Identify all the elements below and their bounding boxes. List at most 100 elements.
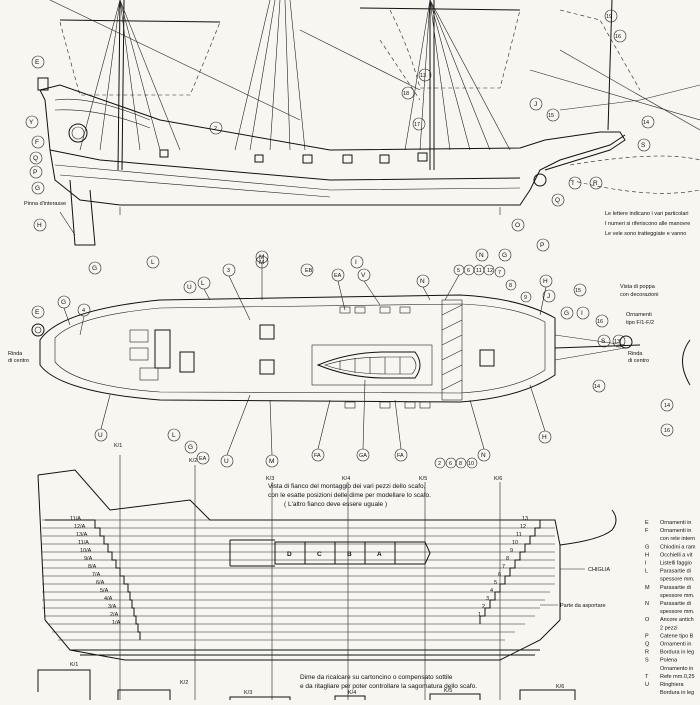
callout-N-deck-2: N <box>481 452 486 459</box>
callout-2-deck: 2 <box>438 461 441 467</box>
legend-text: Parasartie di <box>660 585 691 591</box>
deck-plan: Rinda di centro Rinda di centro <box>8 294 649 409</box>
right-layer: 5 <box>494 580 497 586</box>
station-K5: K/5 <box>419 476 427 482</box>
right-layer: 6 <box>498 572 501 578</box>
callout-I-deck: I <box>581 310 583 317</box>
callout-Y-side: Y <box>29 119 34 126</box>
deck-fittings <box>129 306 431 409</box>
right-layer: 4 <box>490 588 493 594</box>
legend-text: spessore mm. <box>660 577 695 583</box>
callout-S-deck: S <box>601 338 606 345</box>
callout-S-side: S <box>641 142 646 149</box>
stern-label-2: di centro <box>8 358 29 364</box>
poppa-label-1: Vista di poppa <box>620 284 656 290</box>
callout-2-side: 2 <box>214 126 217 132</box>
left-layer: 2/A <box>110 612 119 618</box>
legend-key: U <box>645 682 649 688</box>
callout-4-deck: 4 <box>82 308 85 314</box>
right-layer: 12 <box>520 524 526 530</box>
callout-G-deck-2: G <box>564 310 569 317</box>
legend-text: Refe mm.0,25 <box>660 674 695 680</box>
callout-EB-deck: EB <box>305 268 313 274</box>
callout-GA-deck: GA <box>359 453 367 459</box>
legend-text: Listelli faggio <box>660 561 692 567</box>
deck-callouts: E G 4 L U 3 M EB EA V N 5 6 11 12 7 8 9 … <box>31 250 626 469</box>
bottom-caption-2: e da ritagliare per poter controllare la… <box>300 683 477 690</box>
callout-J-side: J <box>534 101 537 108</box>
legend-text: Ringhiera <box>660 682 684 688</box>
callout-14-poppa: 14 <box>664 403 670 409</box>
callout-8-deck: 8 <box>509 283 512 289</box>
left-layer: 5/A <box>100 588 109 594</box>
legend-key: T <box>645 674 649 680</box>
plate-A: A <box>377 551 382 558</box>
bow-note: Pinna d'interasse <box>24 201 66 207</box>
callout-15-deck: 15 <box>575 288 581 294</box>
plate-B: B <box>347 551 352 558</box>
left-layer: 13/A <box>76 532 88 538</box>
callout-L-deck-2: L <box>172 432 176 439</box>
remove-label: Parte da asportare <box>560 603 606 609</box>
callout-U-deck-2: U <box>98 432 103 439</box>
callout-G-side-2: G <box>92 265 97 272</box>
hull-caption-2: con le esatte posizioni delle dime per m… <box>268 492 431 499</box>
callout-5-deck: 5 <box>457 268 460 274</box>
callout-H-deck: H <box>543 278 548 285</box>
plate-D: D <box>287 551 292 558</box>
hull-caption-1: Vista di fianco del montaggio dei vari p… <box>268 483 426 490</box>
callout-6-deck-2: 6 <box>449 461 452 467</box>
legend-text: Occhielli a vit <box>660 552 693 558</box>
callout-G-side: G <box>35 185 40 192</box>
left-layer: 12/A <box>74 524 86 530</box>
callout-P-side-2: P <box>540 242 544 249</box>
callout-H-side: H <box>37 222 42 229</box>
left-layer: 7/A <box>92 572 101 578</box>
legend-text: Ancore antich <box>660 617 694 623</box>
poppa-label-2: con decorazioni <box>620 292 659 298</box>
left-layer-labels: 11/A 12/A 13/A 11/A 10/A 9/A 8/A 7/A 6/A… <box>70 516 121 626</box>
callout-16-poppa: 16 <box>664 428 670 434</box>
letters-note-2: I numeri si riferiscono alle manovre <box>605 221 690 227</box>
callout-P-side: P <box>33 169 37 176</box>
legend-key: M <box>645 585 650 591</box>
callout-EA-deck: EA <box>334 273 342 279</box>
callout-FA-deck: FA <box>314 453 321 459</box>
template-K3: K/3 <box>244 690 252 696</box>
legend-key: Q <box>645 642 650 648</box>
callout-17-side: 17 <box>414 122 420 128</box>
side-elevation: Pinna d'interasse Le lettere indicano i … <box>24 0 700 246</box>
legend-text: Parasartie di <box>660 569 691 575</box>
legend-key: G <box>645 544 649 550</box>
legend-key: S <box>645 658 649 664</box>
legend-text: 2 pezzi <box>660 625 677 631</box>
legend-key: F <box>645 528 649 534</box>
right-layer: 8 <box>506 556 509 562</box>
legend-key: L <box>645 569 648 575</box>
callout-M-deck-2: M <box>269 458 274 465</box>
template-K5: K/5 <box>444 688 452 694</box>
legend-text: Catene tipo B <box>660 633 694 639</box>
station-K3: K/3 <box>266 476 274 482</box>
left-layer: 8/A <box>88 564 97 570</box>
callout-EA-deck-2: EA <box>199 456 207 462</box>
callout-3-deck: 3 <box>227 268 230 274</box>
callout-7-deck: 7 <box>498 270 501 276</box>
bow-label: Rinda <box>628 351 643 357</box>
letters-note-3: Le vele sono tratteggiate e vanno <box>605 231 686 237</box>
left-layer: 3/A <box>108 604 117 610</box>
callout-G-side-3: G <box>502 252 507 259</box>
stern-label: Rinda <box>8 351 23 357</box>
callout-9-deck: 9 <box>524 295 527 301</box>
callout-N-side: N <box>479 252 484 259</box>
bottom-caption-1: Dime da ricalcare su cartoncino o compen… <box>300 674 453 681</box>
legend-text: Chiodini a ram <box>660 544 696 550</box>
legend-text: Bordura in leg <box>660 650 694 656</box>
station-K2: K/2 <box>189 458 197 464</box>
template-K1: K/1 <box>70 662 78 668</box>
legend-text: spessore mm. <box>660 593 695 599</box>
hull-caption-3: ( L'altro fianco deve essere uguale ) <box>284 501 387 508</box>
